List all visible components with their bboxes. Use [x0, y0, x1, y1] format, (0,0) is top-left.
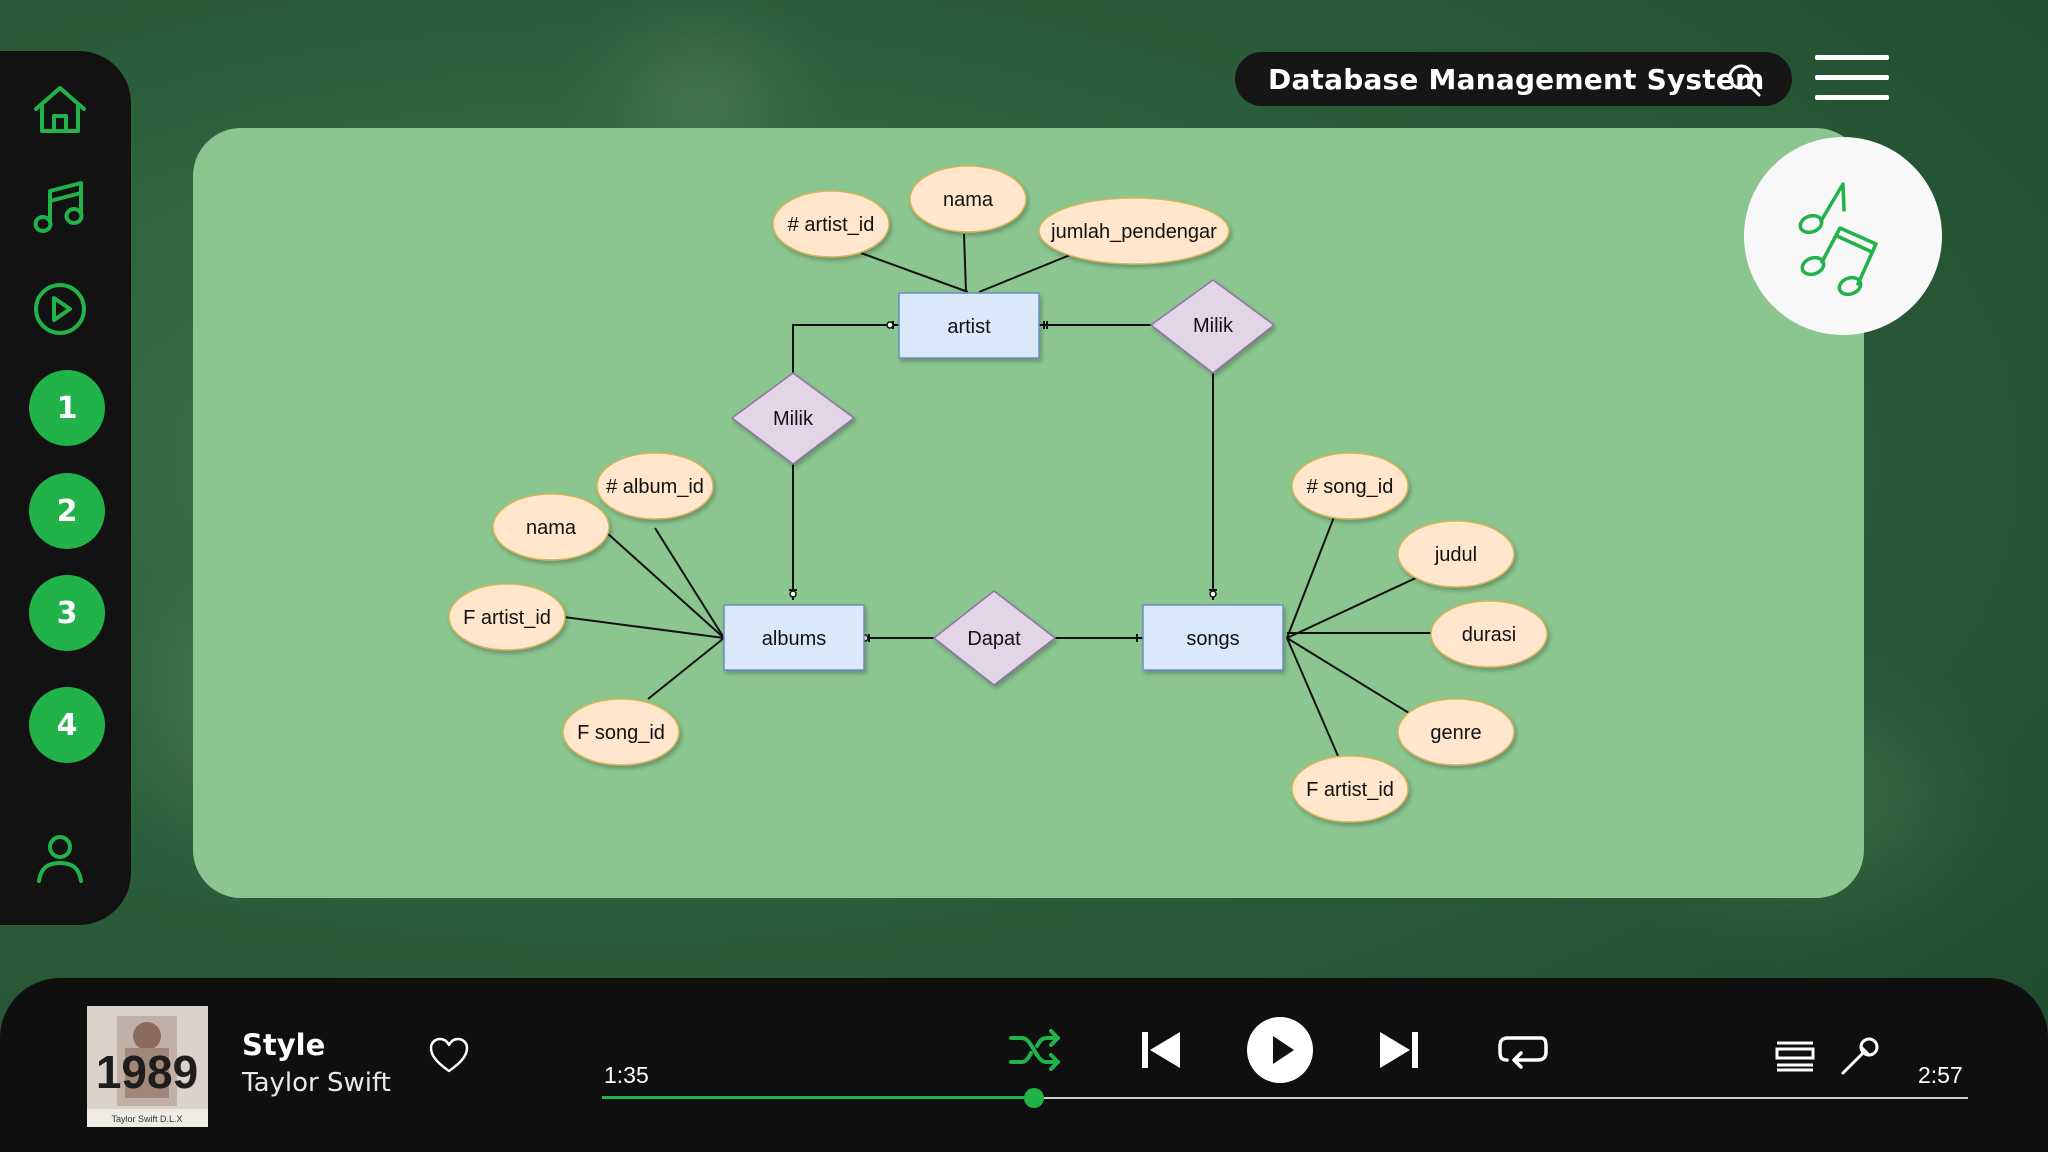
attribute-artist-jumlah-pendengar: jumlah_pendengar: [1038, 197, 1230, 265]
total-time: 2:57: [1918, 1062, 1963, 1088]
attribute-album-nama: nama: [492, 493, 610, 561]
svg-text:judul: judul: [1434, 544, 1477, 566]
current-time: 1:35: [604, 1062, 649, 1088]
progress-knob[interactable]: [1023, 1088, 1044, 1108]
entity-artist: artist: [898, 292, 1040, 359]
album-cover[interactable]: 1989 Taylor Swift D.L.X: [87, 1006, 208, 1127]
album-cover-title: 1989: [96, 1046, 198, 1098]
svg-text:# album_id: # album_id: [606, 476, 704, 498]
svg-text:# song_id: # song_id: [1307, 476, 1394, 498]
attribute-song-genre: genre: [1397, 698, 1515, 766]
heart-icon[interactable]: [428, 1036, 470, 1074]
progress-bar[interactable]: [602, 1088, 1968, 1108]
top-search-bar: Database Management System: [1235, 52, 1792, 106]
user-icon[interactable]: [30, 829, 90, 889]
music-notes-badge: [1744, 137, 1942, 335]
relationship-dapat: Dapat: [932, 590, 1057, 686]
relationship-label: Dapat: [967, 628, 1021, 650]
play-circle-icon[interactable]: [30, 279, 90, 339]
sidebar-item-4[interactable]: 4: [29, 687, 105, 763]
relationship-milik-right: Milik: [1149, 279, 1276, 374]
entity-albums: albums: [723, 604, 865, 671]
attribute-song-id: # song_id: [1291, 452, 1409, 520]
music-notes-icon: [1798, 182, 1878, 296]
sidebar-item-3[interactable]: 3: [29, 575, 105, 651]
svg-text:durasi: durasi: [1462, 624, 1516, 646]
svg-text:F artist_id: F artist_id: [1306, 779, 1394, 801]
repeat-icon[interactable]: [1497, 1032, 1549, 1072]
attribute-album-f-song-id: F song_id: [562, 698, 680, 766]
sidebar: 1 2 3 4: [0, 51, 131, 925]
play-button[interactable]: [1247, 1017, 1313, 1083]
relationship-label: Milik: [1193, 315, 1234, 337]
now-playing-artist: Taylor Swift: [242, 1068, 391, 1098]
player-bar: 1989 Taylor Swift D.L.X Style Taylor Swi…: [0, 978, 2048, 1152]
attribute-album-f-artist-id: F artist_id: [448, 583, 566, 651]
attribute-song-judul: judul: [1397, 520, 1515, 588]
svg-text:nama: nama: [526, 517, 577, 539]
queue-icon[interactable]: [1775, 1040, 1815, 1072]
er-diagram-panel: artist albums songs Milik Milik Dapat # …: [193, 128, 1864, 898]
attribute-album-id: # album_id: [596, 452, 714, 520]
entity-songs: songs: [1142, 604, 1284, 671]
sidebar-item-1[interactable]: 1: [29, 370, 105, 446]
attribute-song-f-artist-id: F artist_id: [1291, 755, 1409, 823]
microphone-icon[interactable]: [1840, 1036, 1880, 1076]
album-cover-caption: Taylor Swift D.L.X: [111, 1114, 182, 1124]
progress-fill: [602, 1096, 1034, 1099]
music-note-icon[interactable]: [30, 178, 90, 238]
attribute-song-durasi: durasi: [1430, 600, 1548, 668]
hamburger-menu-icon[interactable]: [1815, 55, 1889, 103]
entity-label: artist: [947, 316, 991, 338]
svg-text:genre: genre: [1430, 722, 1481, 744]
svg-text:nama: nama: [943, 189, 994, 211]
app-title: Database Management System: [1268, 62, 1765, 96]
entity-label: albums: [762, 628, 826, 650]
home-icon[interactable]: [30, 79, 90, 139]
svg-text:# artist_id: # artist_id: [788, 214, 875, 236]
er-diagram: artist albums songs Milik Milik Dapat # …: [448, 165, 1548, 823]
sidebar-item-2[interactable]: 2: [29, 473, 105, 549]
relationship-milik-left: Milik: [730, 372, 856, 465]
attribute-artist-id: # artist_id: [772, 190, 890, 258]
svg-text:F artist_id: F artist_id: [463, 607, 551, 629]
attribute-artist-nama: nama: [909, 165, 1027, 233]
now-playing-title: Style: [242, 1028, 326, 1062]
shuffle-icon[interactable]: [1008, 1026, 1062, 1074]
play-icon: [1273, 1036, 1294, 1064]
search-icon[interactable]: [1726, 62, 1762, 98]
skip-previous-icon[interactable]: [1140, 1028, 1182, 1072]
skip-next-icon[interactable]: [1378, 1028, 1420, 1072]
svg-text:jumlah_pendengar: jumlah_pendengar: [1050, 221, 1217, 243]
relationship-label: Milik: [773, 408, 814, 430]
entity-label: songs: [1186, 628, 1239, 650]
svg-text:F song_id: F song_id: [577, 722, 665, 744]
